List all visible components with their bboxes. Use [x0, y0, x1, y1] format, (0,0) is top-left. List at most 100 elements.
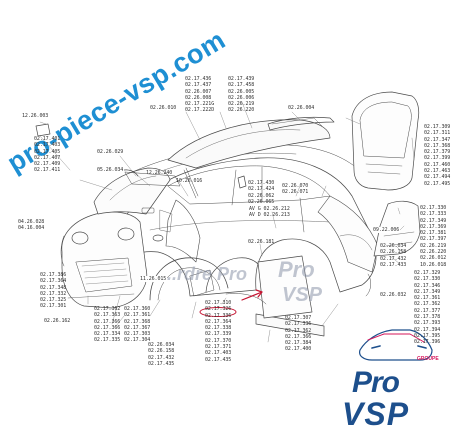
- part-number: 02.17.366: [285, 333, 312, 340]
- part-number: 02.17.325: [40, 297, 67, 304]
- part-number: 02.17.393: [414, 320, 441, 327]
- part-number: 02.17.371: [205, 344, 232, 351]
- part-number: 02.26.219: [228, 101, 255, 108]
- part-number: 02.26.220: [228, 107, 255, 114]
- part-number: 02.17.378: [414, 314, 441, 321]
- highlight-ellipse: [199, 307, 237, 317]
- part-number: 02.17.360: [124, 306, 151, 312]
- part-number: 04.26.028: [18, 219, 45, 225]
- part-number: 02.17.309: [424, 124, 451, 130]
- logo-vsp-text: VSP: [342, 396, 410, 432]
- part-number: 02.17.348: [40, 284, 67, 291]
- part-number: 02.26.032: [380, 292, 407, 298]
- part-number: 10.26.018: [420, 261, 447, 268]
- part-number: 02.17.304: [124, 337, 151, 344]
- part-number: 02.17.458: [228, 82, 255, 89]
- part-number: 02.17.362: [94, 306, 121, 312]
- part-number: 02.17.368: [124, 318, 151, 325]
- rocker-cover: [225, 293, 267, 305]
- clip-part: [35, 123, 51, 137]
- sill-trim: [189, 269, 215, 297]
- part-number: 02.17.362: [285, 327, 312, 334]
- roof-panel: [167, 117, 331, 169]
- part-number: 02.17.407: [34, 154, 61, 161]
- part-number: 10.26.016: [176, 178, 203, 184]
- part-number: 02.17.330: [420, 205, 447, 211]
- part-number: 02.26.219: [420, 242, 447, 249]
- label-05-26-034: 05.26.034: [96, 167, 125, 174]
- part-number: 02.17.437: [185, 82, 212, 89]
- part-number: 02.17.311: [424, 130, 451, 137]
- part-number: 02.17.397: [420, 236, 447, 243]
- part-number: 02.17.363: [94, 312, 121, 319]
- label-02-26-029: 02.26.029: [96, 149, 125, 156]
- part-number: 11.26.015: [140, 276, 167, 282]
- door-skin: [257, 255, 313, 319]
- part-number: 02.17.364: [40, 278, 67, 285]
- part-number: 04.16.004: [18, 225, 45, 232]
- part-number: 02.17.333: [420, 211, 447, 218]
- part-number: 02.26.220: [420, 249, 447, 256]
- part-number: 02.26.158: [380, 249, 407, 256]
- part-number: 02.17.310: [205, 300, 232, 306]
- part-number: 02.26.062: [248, 192, 275, 199]
- label-02-26-162: 02.26.162: [44, 318, 70, 324]
- part-number: 02.17.346: [414, 282, 441, 289]
- part-number: 02.17.221G: [185, 101, 215, 108]
- label-12-26-240: 12.26.240: [146, 170, 172, 176]
- part-number: 02.26.162: [44, 318, 71, 324]
- part-number: 02.26.004: [288, 105, 315, 111]
- part-number: AV G 02.26.212: [249, 206, 290, 212]
- logo-pro-text: Pro: [352, 366, 400, 399]
- part-number: 02.17.361: [414, 295, 441, 302]
- leader-lines: [39, 101, 415, 343]
- part-number: 12.26.240: [146, 170, 173, 176]
- part-number: 02.17.403: [34, 142, 61, 149]
- part-number: 02.17.336: [285, 321, 312, 328]
- rear-fender: [317, 195, 379, 273]
- label-02-26-004: 02.26.004: [288, 105, 314, 111]
- part-number: 02.17.439: [228, 76, 255, 82]
- part-number: 02.17.335: [94, 337, 121, 344]
- part-number: 02.17.394: [414, 326, 441, 333]
- part-number: 02.26.181: [248, 239, 275, 245]
- a-pillar-trim: [183, 167, 199, 199]
- part-number: 02.17.370: [205, 337, 232, 344]
- label-02-26-032: 02.26.032: [380, 292, 406, 298]
- part-number: 02.17.377: [414, 307, 441, 314]
- mirror-base: [237, 175, 247, 189]
- part-number: 02.26.034: [380, 243, 407, 249]
- part-number: 02.17.494: [424, 174, 451, 181]
- part-number: 02.17.411: [34, 167, 61, 174]
- part-number: 02.17.332: [40, 290, 67, 297]
- part-number: 02.17.435: [205, 356, 232, 363]
- label-02-26-010: 02.26.010: [150, 105, 176, 111]
- part-number: 02.17.326: [205, 306, 232, 313]
- red-arrow: [241, 291, 263, 301]
- part-number: 02.26.007: [185, 88, 212, 95]
- part-number: 02.26.158: [148, 348, 175, 355]
- part-number: 02.17.303: [124, 331, 151, 338]
- watermark-pro: Pro: [278, 257, 315, 282]
- part-number: 02.26.034: [148, 342, 175, 348]
- part-number: 02.17.433: [380, 261, 407, 268]
- part-number: 02.17.347: [424, 136, 451, 143]
- side-skirt: [255, 313, 325, 337]
- front-fender: [159, 199, 201, 263]
- mudflap: [365, 273, 371, 297]
- part-number: 02.17.369: [420, 223, 447, 230]
- label-10-26-016: 10.26.016: [176, 178, 202, 184]
